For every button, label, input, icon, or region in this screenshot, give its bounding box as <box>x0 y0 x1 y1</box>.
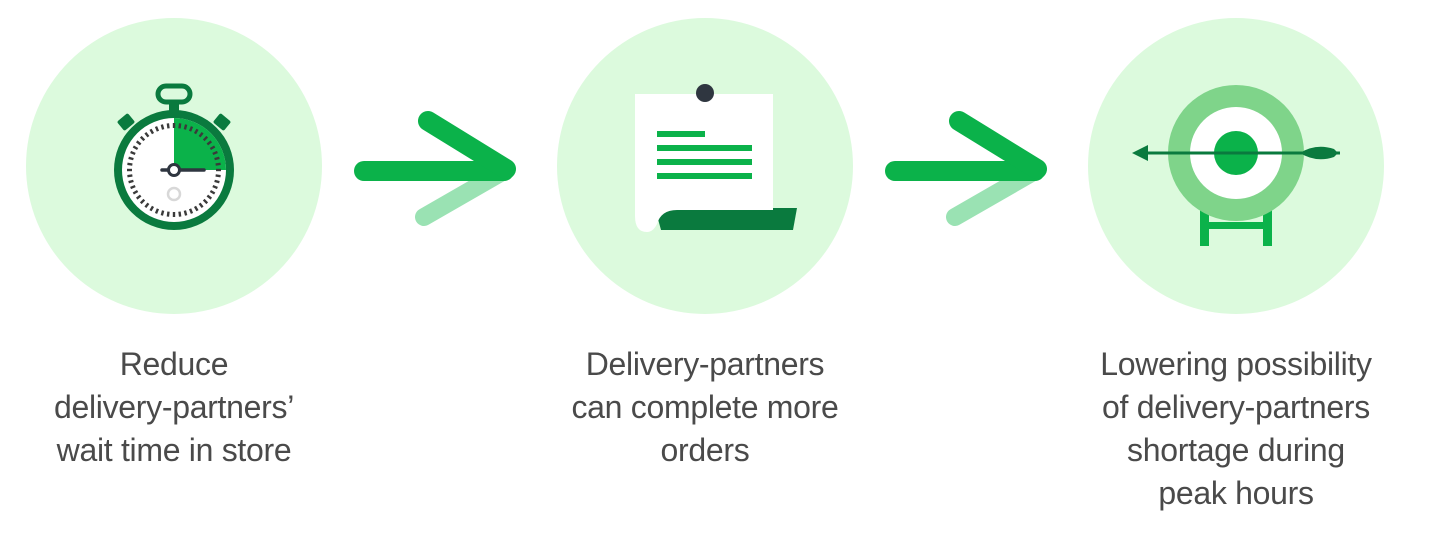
caption-line: wait time in store <box>56 432 292 468</box>
stopwatch-tick <box>132 145 139 151</box>
stopwatch-tick <box>198 202 204 209</box>
stopwatch-tick <box>139 198 146 205</box>
stopwatch-tick <box>132 189 139 195</box>
caption-line: of delivery-partners <box>1102 389 1370 425</box>
stopwatch-tick <box>149 205 155 212</box>
stopwatch-tick <box>193 128 199 135</box>
stopwatch-tick <box>130 184 136 190</box>
stopwatch-tick <box>160 210 165 216</box>
stopwatch-tick <box>206 194 213 200</box>
stopwatch-tick <box>178 211 182 217</box>
stopwatch-tick <box>128 179 134 184</box>
stopwatch-tick <box>202 135 209 142</box>
stopwatch-tick <box>166 211 170 217</box>
caption-line: Reduce <box>119 346 229 382</box>
caption-line: Delivery-partners <box>585 346 825 382</box>
stopwatch-tick <box>149 128 155 135</box>
stopwatch-tick <box>178 123 182 129</box>
stopwatch-tick <box>206 140 213 146</box>
stopwatch-tick <box>193 205 199 212</box>
stopwatch-tick <box>127 174 133 178</box>
stopwatch-tick <box>144 202 150 209</box>
stopwatch-tick <box>183 210 188 216</box>
stopwatch-tick <box>127 162 133 166</box>
stopwatch-tick <box>160 124 165 130</box>
stopwatch-tick <box>202 198 209 205</box>
step-1-caption: Reduce delivery-partners’ wait time in s… <box>0 343 364 472</box>
stopwatch-tick <box>183 124 188 130</box>
stopwatch-tick <box>154 208 160 214</box>
caption-line: can complete more <box>571 389 839 425</box>
stopwatch-tick <box>166 123 170 129</box>
step-1-icon-circle <box>26 18 322 314</box>
stopwatch-tick <box>214 156 220 161</box>
arrow-right-icon <box>885 111 1047 226</box>
stopwatch-tick <box>144 131 150 138</box>
stopwatch-tick <box>209 189 216 195</box>
arrow-right-icon <box>354 111 516 226</box>
stopwatch-tick <box>135 194 142 200</box>
stopwatch-tick <box>214 179 220 184</box>
step-2-caption: Delivery-partners can complete more orde… <box>515 343 895 472</box>
stopwatch-tick <box>188 208 194 214</box>
stopwatch-icon <box>114 83 234 230</box>
stopwatch-tick <box>154 126 160 132</box>
stopwatch-tick <box>130 150 136 156</box>
stopwatch-tick <box>212 184 218 190</box>
stopwatch-tick <box>215 174 221 178</box>
stopwatch-tick <box>139 135 146 142</box>
stopwatch-tick <box>215 162 221 166</box>
target-icon <box>1132 85 1340 246</box>
step-3-caption: Lowering possibility of delivery-partner… <box>1046 343 1426 515</box>
document-icon <box>635 84 797 232</box>
stopwatch-tick <box>128 156 134 161</box>
caption-line: shortage during <box>1127 432 1345 468</box>
caption-line: Lowering possibility <box>1100 346 1372 382</box>
step-2-icon-circle <box>557 18 853 314</box>
stopwatch-tick <box>188 126 194 132</box>
caption-line: delivery-partners’ <box>53 389 295 425</box>
stopwatch-tick <box>198 131 204 138</box>
stopwatch-tick <box>135 140 142 146</box>
caption-line: peak hours <box>1158 475 1314 511</box>
stopwatch-tick <box>209 145 216 151</box>
step-3-icon-circle <box>1088 18 1384 314</box>
caption-line: orders <box>660 432 750 468</box>
stopwatch-tick <box>212 150 218 156</box>
